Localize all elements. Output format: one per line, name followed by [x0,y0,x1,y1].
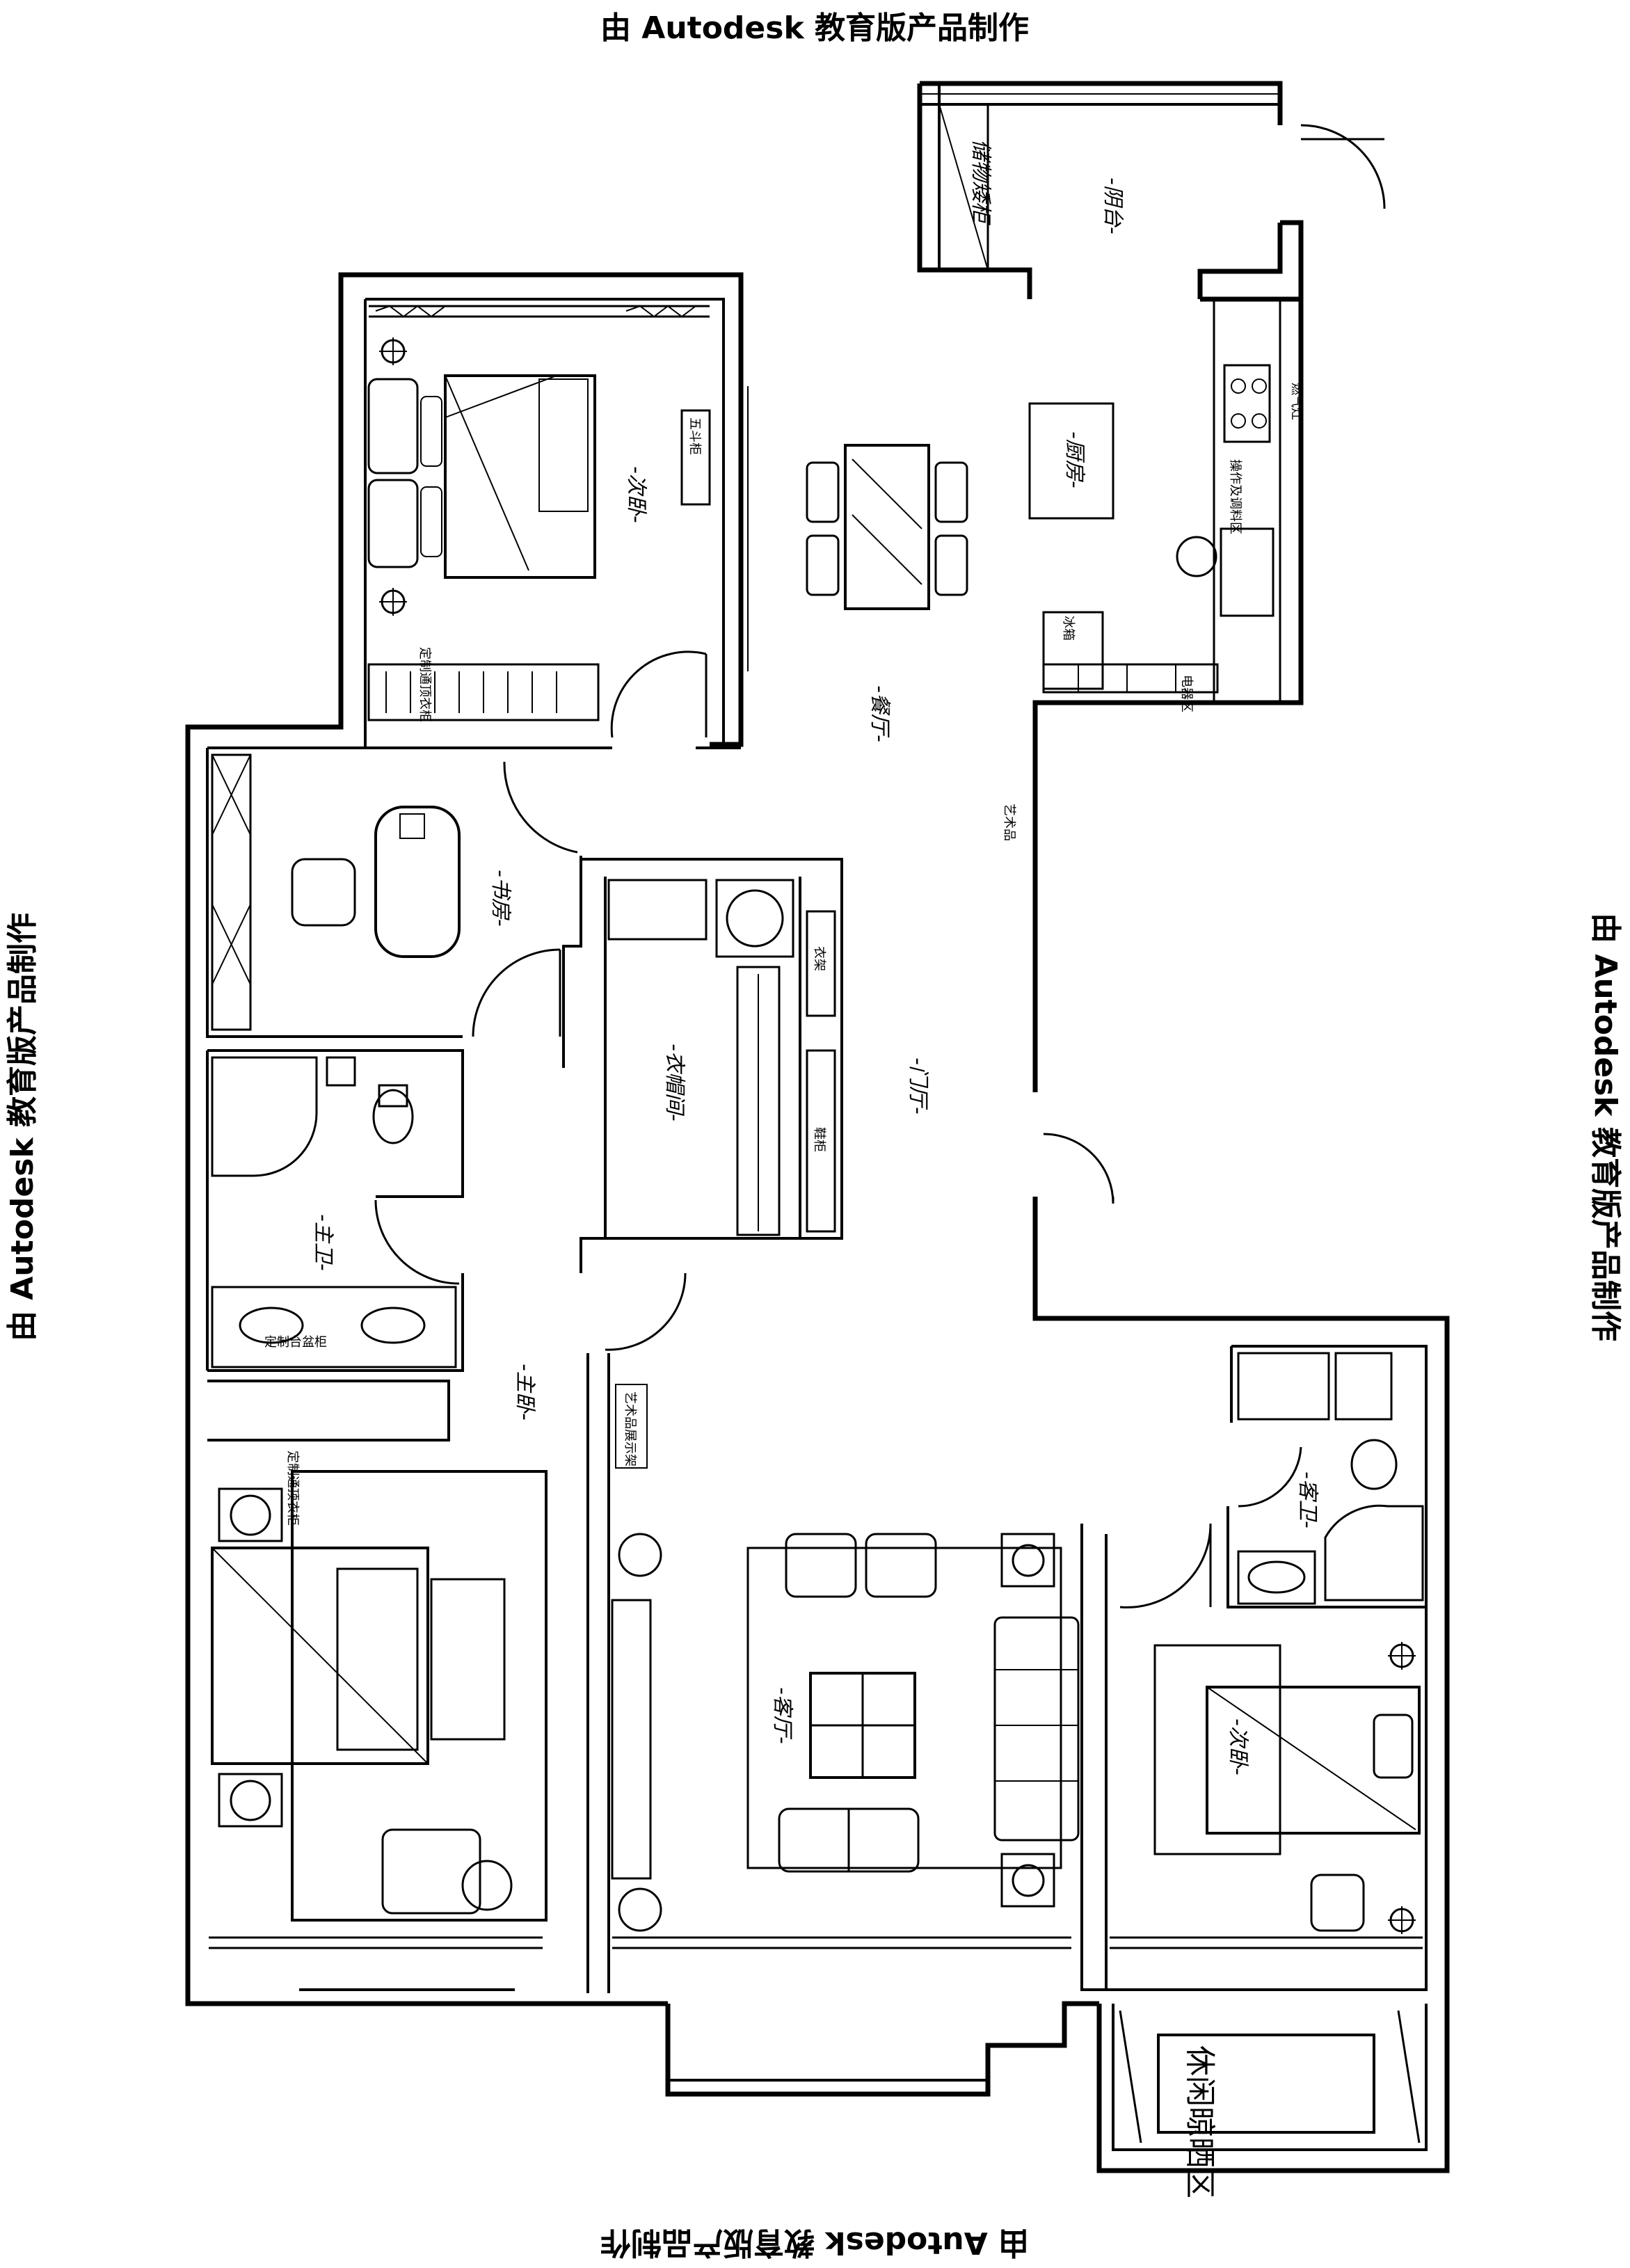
label-prep-area: 操作及调料区 [1228,459,1243,534]
label-dining: -餐厅- [868,685,892,742]
label-kitchen: -厨房- [1062,431,1087,488]
label-shoe-cabinet: 鞋柜 [812,1127,826,1152]
bedroom2-top-furniture [367,337,711,721]
label-appliance: 电器区 [1179,675,1194,712]
master-bath-fixtures [211,1056,457,1368]
label-jade-cabinet: 五斗柜 [687,417,702,455]
doors [374,124,1386,1608]
interior-walls [206,298,1428,2151]
leisure-area [1119,2010,1421,2143]
bedroom2-bottom-furniture [1153,1642,1421,1934]
living-room-furniture [611,1384,1080,1932]
dining-table [747,386,968,671]
label-bedroom2-bottom: -次卧- [1226,1718,1250,1775]
label-bedroom2-top: -次卧- [624,466,648,523]
room-labels: -阴台- -厨房- -餐厅- -次卧- -书房- -衣帽间- -门厅- -主卫-… [311,177,1320,1775]
outer-walls [185,81,1450,2173]
windows [209,305,1423,1949]
kitchen-fixtures [1028,298,1281,704]
label-wardrobe-top: 定制通顶衣柜 [417,647,432,722]
label-storage-cabinet: 储物矮柜 [968,139,993,225]
furniture-labels: 储物矮柜 五斗柜 定制通顶衣柜 定制通顶衣柜 定制台盆柜 冰箱 燃气灶 操作及调… [264,139,1304,2198]
guest-bath-fixtures [1237,1352,1424,1605]
label-study: -书房- [488,870,513,927]
label-guest-bath: -客卫- [1295,1471,1320,1528]
master-bedroom-furniture [211,1470,548,1922]
label-balcony: -阴台- [1101,177,1125,234]
balcony-storage [938,103,989,271]
label-foyer: -门厅- [906,1057,930,1115]
label-fridge: 冰箱 [1061,616,1076,641]
label-vanity: 定制台盆柜 [264,1335,327,1350]
label-living: -客厅- [770,1687,794,1744]
cloakroom-furniture [607,879,836,1236]
label-gas-stove: 燃气灶 [1289,383,1304,420]
label-art-display-2: 艺术品展示架 [623,1391,637,1467]
label-leisure-area: 休闲晾晒区 [1182,2045,1217,2198]
label-coat: 衣架 [812,946,826,971]
study-furniture [211,753,461,1031]
label-cloakroom: -衣帽间- [662,1044,687,1121]
label-art-display-1: 艺术品 [1002,804,1016,841]
label-master-bath: -主卫- [311,1214,335,1271]
label-master-bedroom: -主卧- [513,1364,537,1421]
label-wardrobe-master: 定制通顶衣柜 [285,1451,300,1526]
watermark-top: 由 Autodesk 教育版产品制作 [600,10,1030,46]
